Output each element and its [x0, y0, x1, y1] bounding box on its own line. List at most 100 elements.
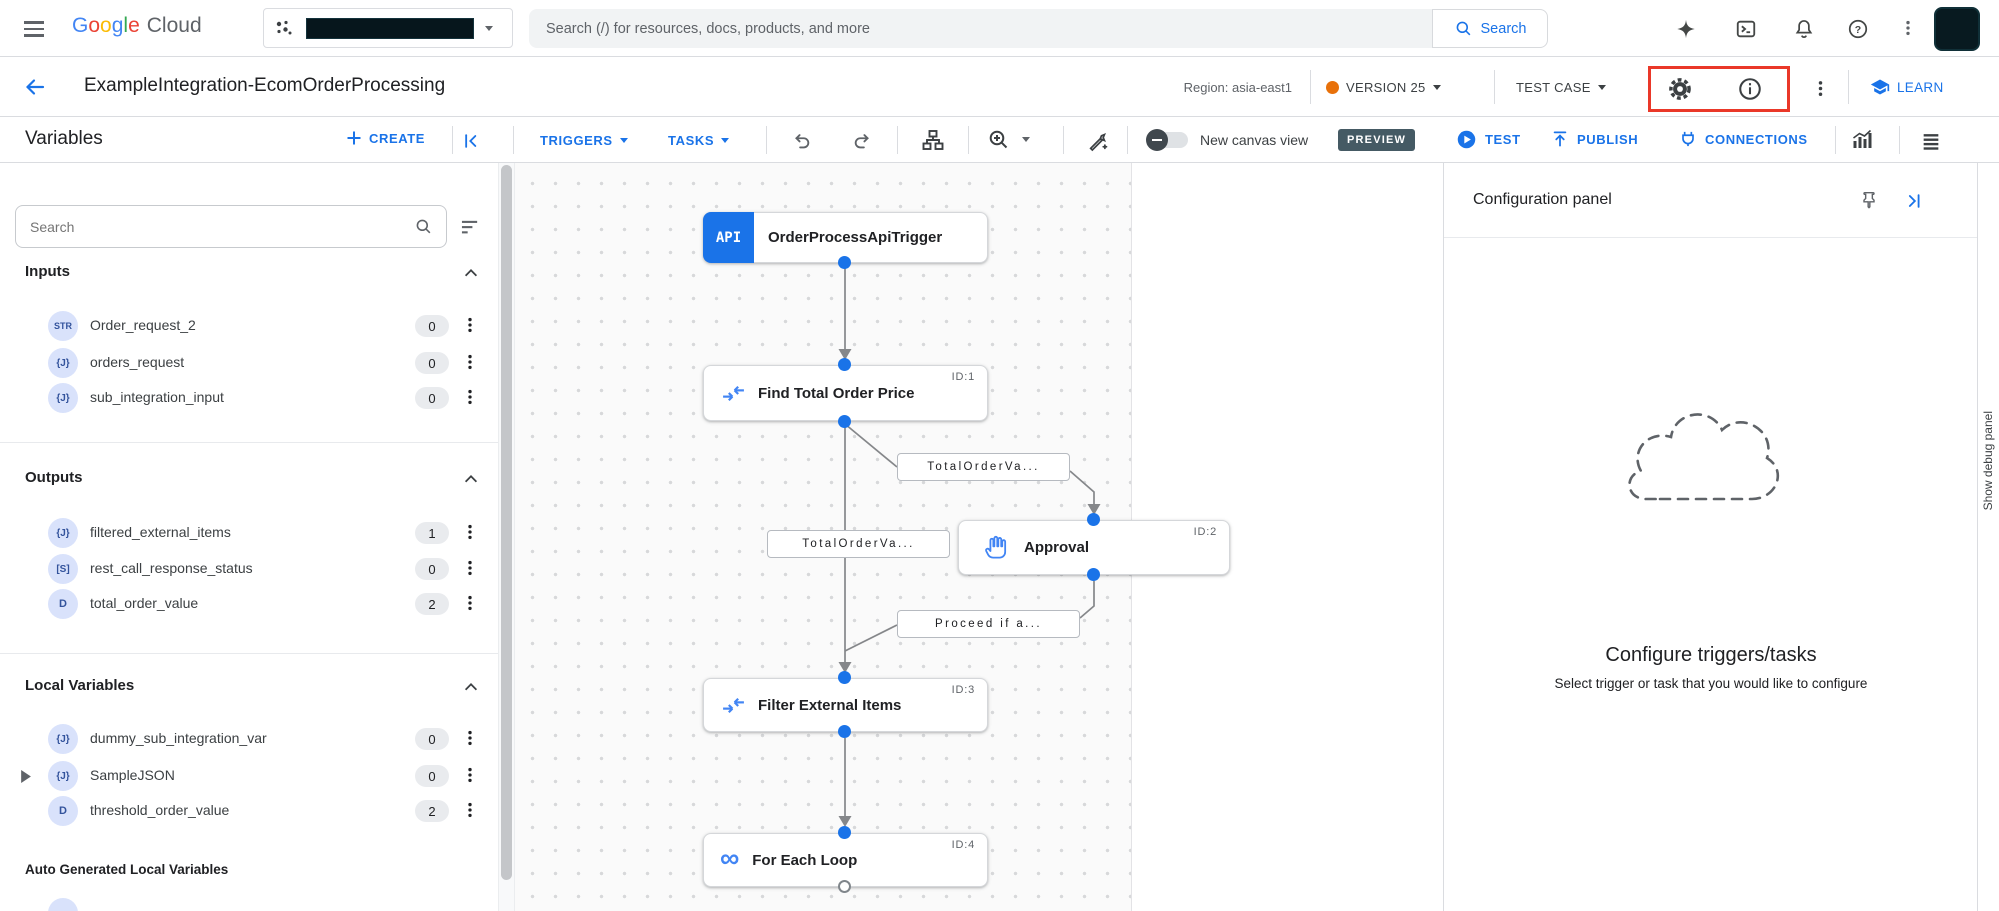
- play-circle-icon: [1457, 130, 1476, 149]
- connector-dot[interactable]: [838, 256, 851, 269]
- redo-icon[interactable]: [850, 128, 876, 154]
- for-each-loop-icon: ∞: [720, 842, 740, 873]
- variable-menu-icon[interactable]: [460, 800, 480, 825]
- publish-button[interactable]: PUBLISH: [1550, 129, 1638, 149]
- configuration-panel-title: Configuration panel: [1473, 191, 1612, 208]
- connector-dot[interactable]: [838, 826, 851, 839]
- more-options-icon[interactable]: [1896, 16, 1920, 40]
- global-search-bar[interactable]: [529, 9, 1432, 48]
- global-search-button[interactable]: Search: [1432, 9, 1548, 48]
- help-icon[interactable]: ?: [1845, 16, 1871, 42]
- variable-row[interactable]: D total_order_value 2: [0, 588, 498, 620]
- collapse-left-panel-icon[interactable]: [460, 129, 484, 153]
- variable-row[interactable]: {J} orders_request 0: [0, 347, 498, 379]
- collapse-section-icon[interactable]: [460, 262, 482, 284]
- configure-subtext: Select trigger or task that you would li…: [1554, 676, 1868, 691]
- new-canvas-view-label: New canvas view: [1200, 132, 1309, 148]
- info-icon[interactable]: [1736, 75, 1764, 103]
- page-title: ExampleIntegration-EcomOrderProcessing: [84, 75, 446, 96]
- variable-menu-icon[interactable]: [460, 352, 480, 377]
- configuration-panel: Configuration panel Configure triggers/t…: [1443, 163, 1978, 911]
- api-trigger-icon: API: [703, 212, 754, 263]
- show-debug-panel-rail[interactable]: Show debug panel: [1977, 163, 1999, 911]
- version-dropdown[interactable]: VERSION 25: [1326, 74, 1441, 100]
- execution-logs-icon[interactable]: [1918, 128, 1944, 154]
- usage-count-badge: 0: [415, 765, 449, 787]
- toggle-knob[interactable]: [1146, 129, 1168, 151]
- variable-row[interactable]: STR Order_request_2 0: [0, 310, 498, 342]
- back-arrow-icon[interactable]: [22, 74, 48, 100]
- usage-count-badge: 0: [415, 558, 449, 580]
- collapse-right-panel-icon[interactable]: [1902, 189, 1926, 213]
- auto-layout-sitemap-icon[interactable]: [920, 127, 946, 153]
- gemini-sparkle-icon[interactable]: [1673, 16, 1699, 42]
- more-actions-icon[interactable]: [1808, 76, 1832, 100]
- variable-row[interactable]: {J} filtered_external_items 1: [0, 517, 498, 549]
- connector-dot-hollow[interactable]: [838, 880, 851, 893]
- node-order-process-api-trigger[interactable]: API OrderProcessApiTrigger: [703, 212, 988, 263]
- scrollbar-thumb[interactable]: [501, 165, 512, 880]
- tasks-dropdown[interactable]: TASKS: [668, 133, 730, 148]
- pin-panel-icon[interactable]: [1857, 189, 1881, 213]
- variable-menu-icon[interactable]: [460, 558, 480, 583]
- connector-dot[interactable]: [838, 415, 851, 428]
- node-for-each-loop[interactable]: ∞ For Each Loop ID:4: [703, 833, 988, 887]
- collapse-section-icon[interactable]: [460, 468, 482, 490]
- variable-menu-icon[interactable]: [460, 387, 480, 412]
- variable-menu-icon[interactable]: [460, 315, 480, 340]
- learn-button[interactable]: LEARN: [1870, 74, 1944, 100]
- test-case-dropdown[interactable]: TEST CASE: [1516, 74, 1606, 100]
- edge-condition-label[interactable]: TotalOrderVa...: [767, 530, 950, 558]
- connector-dot[interactable]: [1087, 513, 1100, 526]
- create-variable-button[interactable]: CREATE: [346, 130, 425, 146]
- section-title-inputs: Inputs: [25, 263, 70, 280]
- variable-row[interactable]: {J} sub_integration_input 0: [0, 382, 498, 414]
- settings-gear-icon[interactable]: [1666, 75, 1694, 103]
- node-find-total-order-price[interactable]: Find Total Order Price ID:1: [703, 365, 988, 421]
- region-label: Region: asia-east1: [1183, 80, 1292, 95]
- chevron-down-icon: [485, 25, 493, 31]
- zoom-level-caret[interactable]: [1022, 137, 1030, 142]
- test-button[interactable]: TEST: [1456, 129, 1521, 150]
- variable-row[interactable]: D threshold_order_value 2: [0, 795, 498, 827]
- sort-variables-icon[interactable]: [458, 215, 482, 239]
- notifications-bell-icon[interactable]: [1791, 16, 1817, 42]
- node-approval[interactable]: Approval ID:2: [958, 520, 1230, 575]
- undo-icon[interactable]: [788, 128, 814, 154]
- content-area: Inputs STR Order_request_2 0 {J} orders_…: [0, 163, 1999, 911]
- variable-type-badge: STR: [48, 311, 78, 341]
- variable-menu-icon[interactable]: [460, 765, 480, 790]
- variable-search-box[interactable]: [15, 205, 447, 248]
- variable-type-badge-clipped: [48, 898, 78, 911]
- connector-dot[interactable]: [1087, 568, 1100, 581]
- collapse-section-icon[interactable]: [460, 676, 482, 698]
- connector-dot[interactable]: [838, 358, 851, 371]
- hamburger-menu-icon[interactable]: [22, 17, 46, 41]
- variable-row[interactable]: {J} SampleJSON 0: [0, 760, 498, 792]
- metrics-chart-icon[interactable]: [1848, 127, 1876, 153]
- variable-menu-icon[interactable]: [460, 593, 480, 618]
- edge-condition-label[interactable]: TotalOrderVa...: [897, 453, 1070, 481]
- cloud-shell-icon[interactable]: [1733, 16, 1759, 42]
- project-grid-icon: [276, 20, 292, 35]
- variable-menu-icon[interactable]: [460, 522, 480, 547]
- node-filter-external-items[interactable]: Filter External Items ID:3: [703, 678, 988, 732]
- expand-variable-icon[interactable]: [20, 770, 31, 783]
- variable-row[interactable]: [S] rest_call_response_status 0: [0, 553, 498, 585]
- variable-row[interactable]: {J} dummy_sub_integration_var 0: [0, 723, 498, 755]
- edge-condition-label[interactable]: Proceed if a...: [897, 610, 1080, 638]
- triggers-dropdown[interactable]: TRIGGERS: [540, 133, 628, 148]
- variable-menu-icon[interactable]: [460, 728, 480, 753]
- zoom-in-icon[interactable]: [986, 127, 1012, 153]
- global-search-input[interactable]: [546, 20, 1387, 37]
- project-selector[interactable]: [263, 8, 513, 48]
- magic-edit-wand-icon[interactable]: [1085, 128, 1111, 154]
- connections-button[interactable]: CONNECTIONS: [1678, 129, 1808, 149]
- variable-search-input[interactable]: [16, 218, 414, 235]
- connector-dot[interactable]: [838, 671, 851, 684]
- configure-heading: Configure triggers/tasks: [1605, 644, 1817, 666]
- connector-dot[interactable]: [838, 725, 851, 738]
- avatar[interactable]: [1934, 7, 1980, 51]
- sidebar-scrollbar[interactable]: [498, 163, 515, 911]
